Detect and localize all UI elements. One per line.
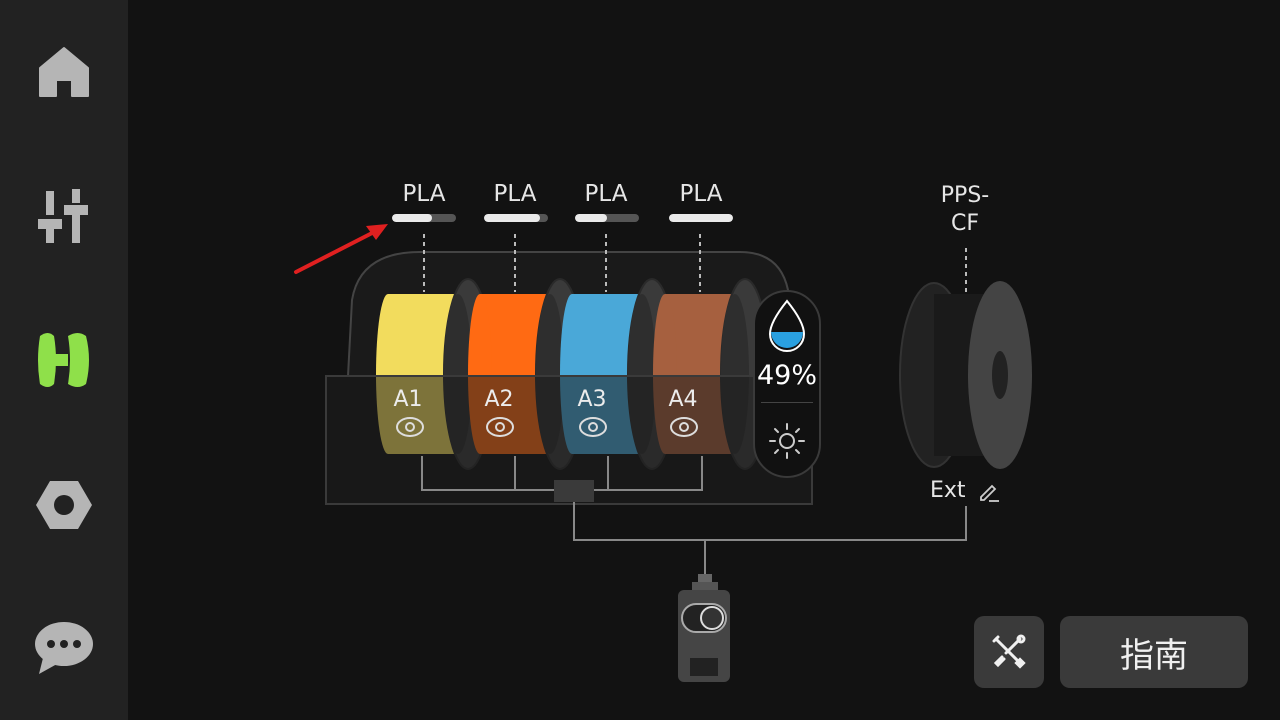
external-material: PPS- CF <box>920 182 1010 238</box>
sidebar-item-filament[interactable] <box>24 320 104 400</box>
sliders-icon <box>38 189 88 243</box>
slot-remaining-bar-a4 <box>669 214 733 222</box>
external-slot-label: Ext <box>930 478 966 503</box>
sun-icon[interactable] <box>768 422 806 460</box>
slot-remaining-bar-a1 <box>392 214 456 222</box>
wrench-screwdriver-icon <box>992 634 1026 669</box>
chat-icon <box>35 622 93 674</box>
pencil-icon[interactable] <box>977 479 1001 503</box>
eye-icon[interactable] <box>485 416 515 438</box>
sidebar-item-home[interactable] <box>24 32 104 112</box>
eye-icon[interactable] <box>578 416 608 438</box>
sidebar-item-controls[interactable] <box>24 175 104 255</box>
eye-icon[interactable] <box>669 416 699 438</box>
slot-material-a4: PLA <box>679 181 723 207</box>
slot-remaining-bar-a3 <box>575 214 639 222</box>
sidebar-item-settings[interactable] <box>24 465 104 545</box>
external-material-line1: PPS- <box>940 183 990 208</box>
eye-icon[interactable] <box>395 416 425 438</box>
humidity-indicator[interactable]: 49% <box>753 290 821 478</box>
home-icon <box>39 47 89 97</box>
external-slot[interactable]: Ext <box>930 478 1001 503</box>
nut-icon <box>36 481 92 529</box>
humidity-drop-icon <box>768 299 806 352</box>
slot-id-a3[interactable]: A3 <box>577 387 607 412</box>
external-material-line2: CF <box>950 211 979 236</box>
guide-button[interactable]: 指南 <box>1060 616 1248 688</box>
tools-button[interactable] <box>974 616 1044 688</box>
slot-id-a1[interactable]: A1 <box>393 387 423 412</box>
slot-remaining-bar-a2 <box>484 214 548 222</box>
sidebar-item-messages[interactable] <box>24 608 104 688</box>
slot-id-a4[interactable]: A4 <box>668 387 698 412</box>
humidity-value: 49% <box>756 360 817 391</box>
divider <box>761 402 813 403</box>
filament-icon <box>38 333 89 387</box>
slot-id-a2[interactable]: A2 <box>484 387 514 412</box>
sidebar <box>0 0 128 720</box>
slot-material-a3: PLA <box>584 181 628 207</box>
slot-material-a1: PLA <box>402 181 446 207</box>
slot-material-a2: PLA <box>493 181 537 207</box>
